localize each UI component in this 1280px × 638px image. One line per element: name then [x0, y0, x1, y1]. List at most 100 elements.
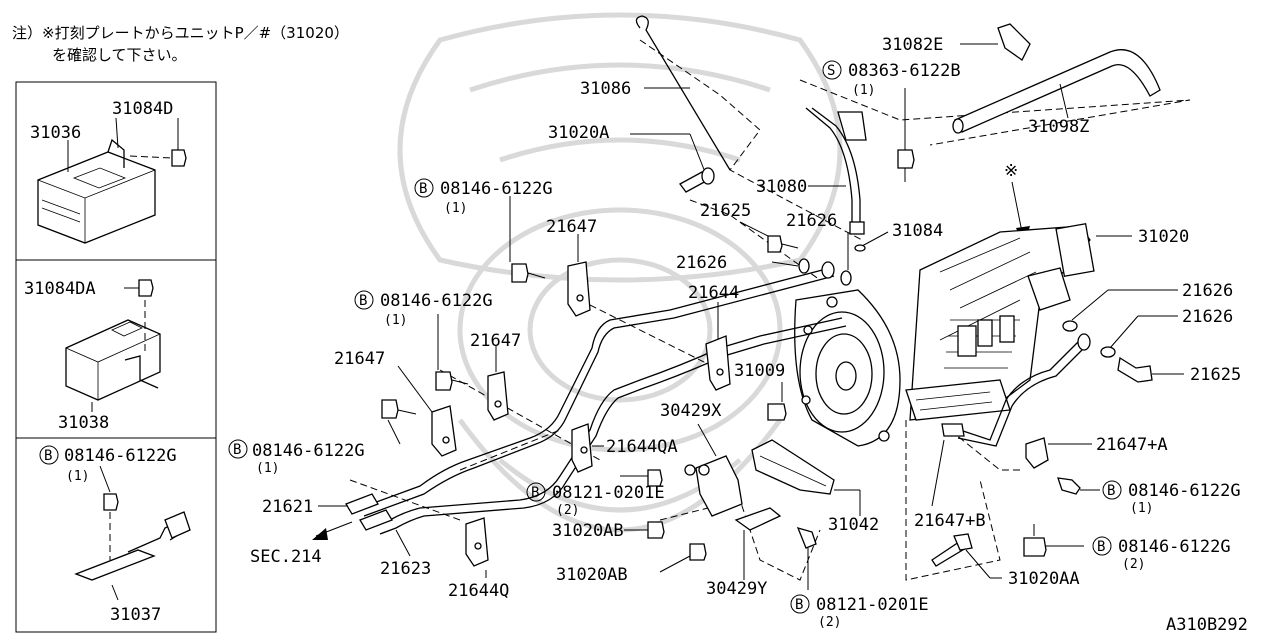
callout-label: 08363-6122B: [848, 61, 961, 81]
callout-label: 08121-0201E: [552, 483, 665, 503]
callout-label: 21626: [1182, 281, 1233, 301]
callout-label: 30429X: [660, 401, 722, 421]
inset-frame: [15, 81, 217, 633]
bolt-symbol-circle: [39, 445, 59, 465]
label-31036: 31036: [30, 123, 81, 143]
callout-label: B: [233, 442, 241, 458]
callout-label: 31020A: [548, 123, 609, 143]
callout-label: 08146-6122G: [252, 441, 365, 461]
callout-label: 08146-6122G: [380, 291, 493, 311]
callout-label: 21625: [700, 201, 751, 221]
label-08146-panel3: 08146-6122G: [64, 446, 177, 466]
left-inset-panels: 31036 31084D 31084DA 31038 B 08146-6122G…: [15, 81, 217, 633]
breather-hose: [954, 49, 1161, 133]
callout-label: B: [359, 293, 367, 309]
callout-label: SEC.214: [250, 547, 322, 567]
transmission-31020: [794, 223, 1132, 447]
callout-label: 08121-0201E: [816, 595, 929, 615]
callout-label: 21621: [262, 497, 313, 517]
callout-label: 21625: [1190, 365, 1241, 385]
callout-label: (1): [1130, 501, 1153, 516]
callout-label: 21647: [334, 349, 385, 369]
bolt-icon: [171, 149, 187, 167]
label-31084D: 31084D: [112, 99, 173, 119]
callout-label: (2): [818, 615, 841, 630]
watermark-emblem: [397, 12, 843, 533]
cooler-tube-21621: [359, 267, 831, 509]
inset-panel-control-unit: 31036 31084D: [30, 99, 187, 244]
cooler-tube-21623: [375, 317, 843, 527]
note-line-2: を確認して下さい。: [52, 46, 187, 64]
figure-code: A310B292: [1166, 615, 1248, 635]
main-diagram: 31086 31080 31082E 31098Z S 08363-6122B …: [228, 15, 1248, 635]
callout-label: B: [419, 181, 427, 197]
callout-label: 31020AA: [1008, 569, 1080, 589]
inset-panel-sensor-unit: 31084DA 31038: [24, 279, 161, 433]
callout-label: (1): [852, 83, 875, 98]
note: 注）※打刻プレートからユニットP／#（31020） を確認して下さい。: [12, 24, 349, 64]
callout-label: 08146-6122G: [1128, 481, 1241, 501]
bracket-21647-a: [567, 261, 591, 317]
callout-label: 21623: [380, 559, 431, 579]
callout-label: S: [827, 63, 835, 79]
callout-label: 21647: [470, 331, 521, 351]
callout-label: 31020: [1138, 227, 1189, 247]
tube-clip: [837, 111, 867, 141]
bracket-21644: [705, 335, 731, 391]
callout-label: 31086: [580, 79, 631, 99]
callout-label: 31098Z: [1028, 117, 1089, 137]
label-31084DA: 31084DA: [24, 279, 96, 299]
callout-label: (1): [256, 461, 279, 476]
label-31037: 31037: [110, 605, 161, 625]
note-line-1: 注）※打刻プレートからユニットP／#（31020）: [12, 24, 349, 42]
callout-label: 21647+A: [1096, 435, 1168, 455]
callout-label: (1): [384, 313, 407, 328]
bracket-30429Y: [734, 507, 782, 531]
callout-label: 21644Q: [448, 581, 509, 601]
callout-label: 31084: [892, 221, 943, 241]
bracket-21644Q: [465, 517, 489, 567]
callout-label: (2): [1122, 557, 1145, 572]
callout-label: ※: [1004, 161, 1018, 181]
callout-label: (2): [556, 503, 579, 518]
callout-label: 21626: [676, 253, 727, 273]
callout-label: 21644QA: [606, 437, 678, 457]
connector: [164, 511, 191, 539]
callout-label: 21647+B: [914, 511, 986, 531]
label-31038: 31038: [58, 413, 109, 433]
dipstick-tube: [805, 107, 853, 224]
callout-label: 31042: [828, 515, 879, 535]
bracket-21647-c: [431, 405, 457, 457]
heat-shield-31042: [751, 439, 835, 495]
callout-label: 31009: [734, 361, 785, 381]
callout-label: 21647: [546, 217, 597, 237]
callout-label: 31080: [756, 177, 807, 197]
bracket-21647A: [1025, 437, 1049, 469]
clip-31082E: [997, 23, 1031, 61]
control-unit-box: [37, 151, 156, 244]
bolt-icon-08363: [897, 149, 915, 169]
sensor-unit-box: [65, 319, 161, 401]
callout-label: 31082E: [882, 35, 943, 55]
callout-label: B: [1097, 539, 1105, 555]
callout-label: B: [531, 485, 539, 501]
callout-label: 08146-6122G: [1118, 537, 1231, 557]
callout-label: B: [795, 597, 803, 613]
callout-label: 21626: [1182, 307, 1233, 327]
callout-label: 08146-6122G: [440, 179, 553, 199]
inset-panel-harness-sensor: B 08146-6122G (1) 31037: [39, 445, 191, 625]
bolt-icon-3: [103, 493, 119, 511]
callout-label: 21626: [786, 211, 837, 231]
callout-label: 31020AB: [556, 565, 628, 585]
callout-label: 21644: [688, 283, 739, 303]
bolt-icon-2: [138, 279, 154, 297]
callout-label: 31020AB: [552, 521, 624, 541]
callout-label: (1): [444, 201, 467, 216]
callout-label: B: [1107, 483, 1115, 499]
bracket-21647-b: [487, 371, 509, 421]
callout-label: B: [44, 448, 52, 464]
callout-label: (1): [66, 469, 89, 484]
sensor-bracket: [74, 549, 156, 581]
callout-label: 30429Y: [706, 579, 767, 599]
